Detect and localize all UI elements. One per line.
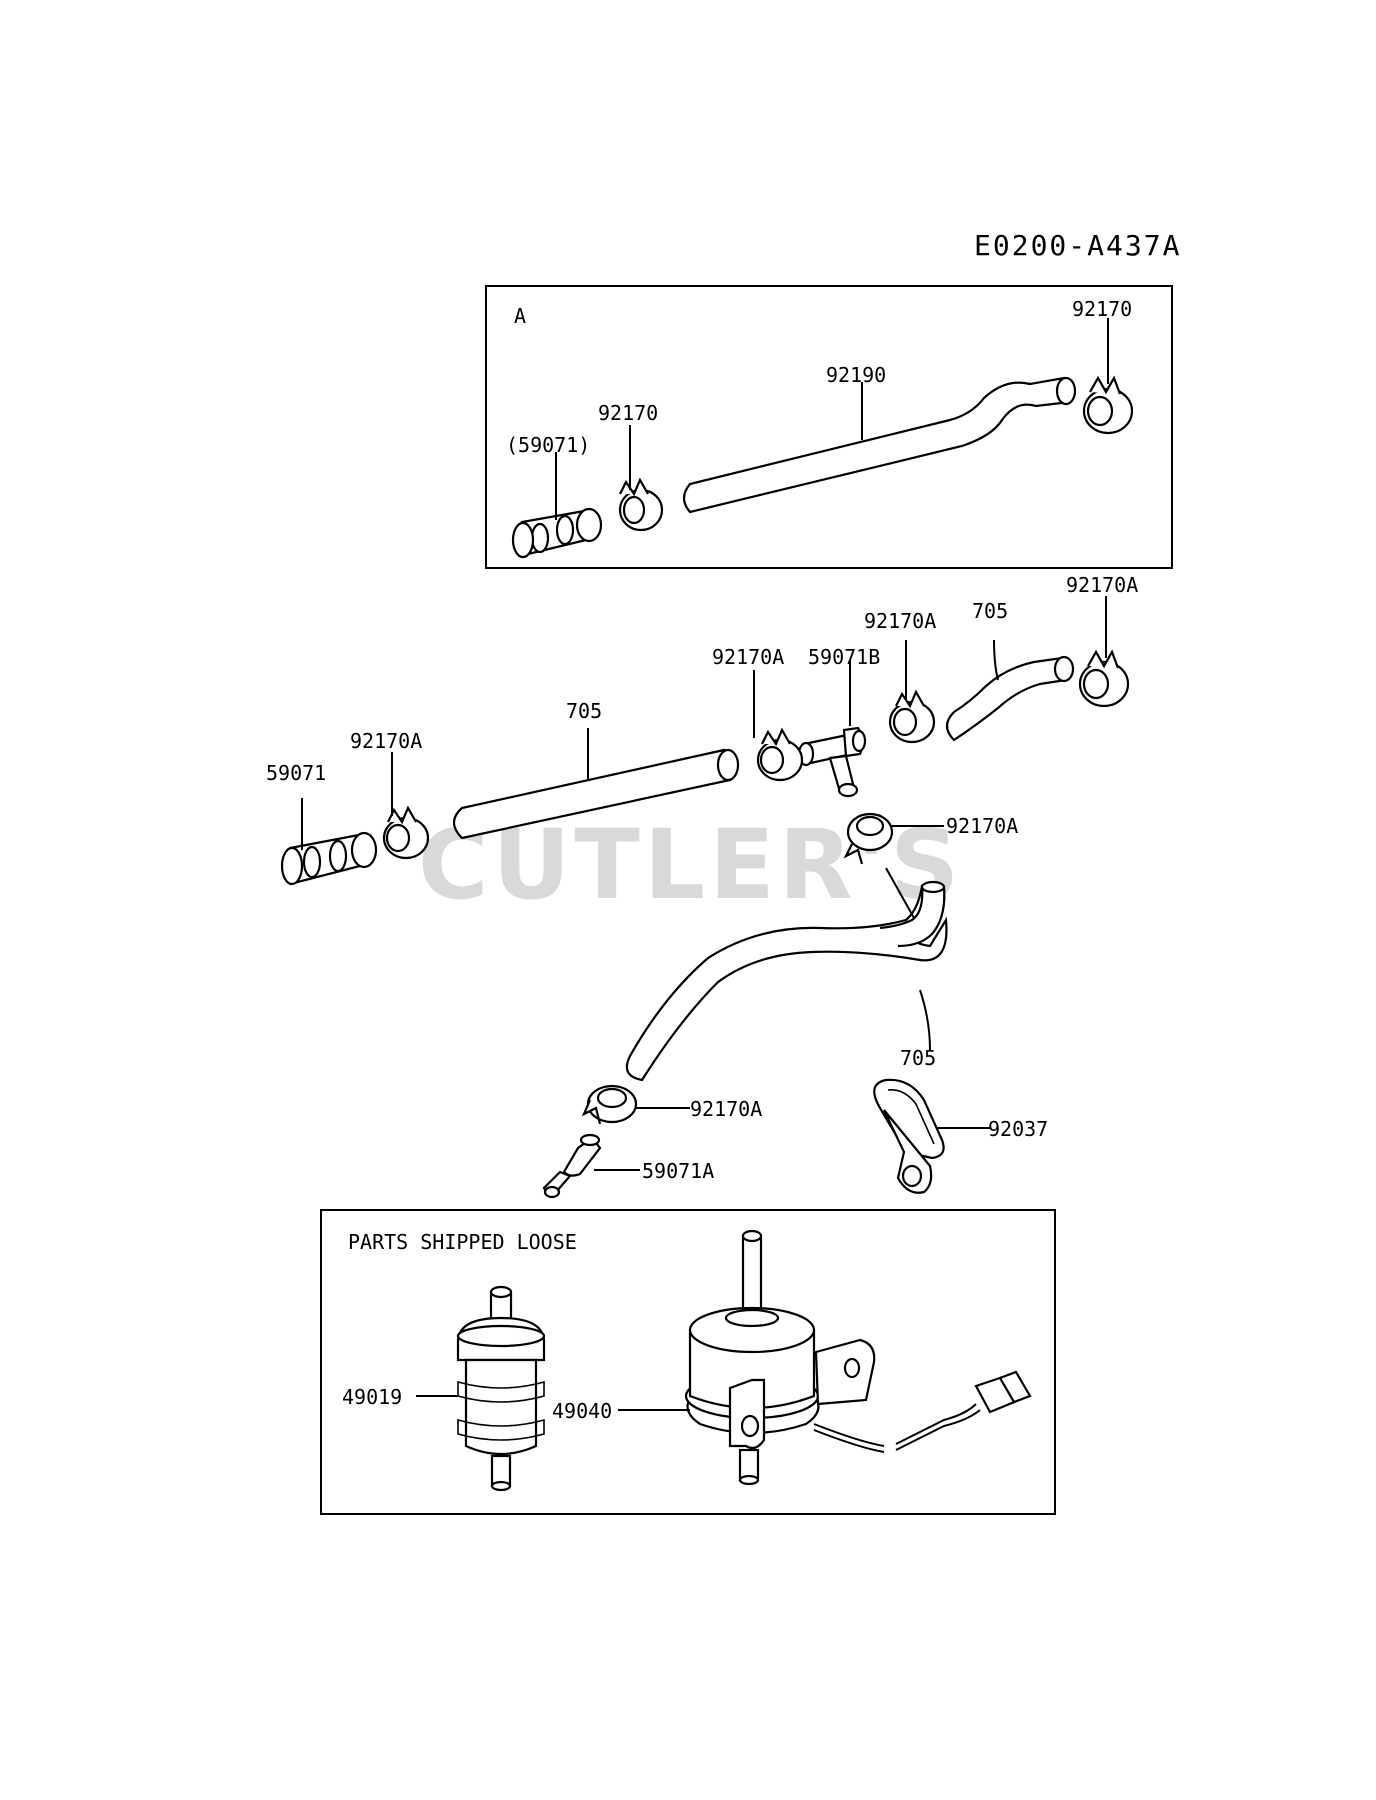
hose-705-upper — [945, 656, 1068, 742]
hose-clamp-92170a-left — [382, 805, 430, 860]
callout-92170a: 92170A — [690, 1097, 762, 1121]
callout-92170a: 92170A — [350, 729, 422, 753]
callout-59071b: 59071B — [808, 645, 880, 669]
callout-59071a: 59071A — [642, 1159, 714, 1183]
detail-box-a-title: A — [514, 304, 526, 328]
callout-705: 705 — [972, 599, 1008, 623]
hose-clamp-92170-left — [618, 477, 664, 532]
callout-92170a: 92170A — [864, 609, 936, 633]
parts-shipped-loose-box: PARTS SHIPPED LOOSE — [320, 1209, 1056, 1515]
hose-705-long — [452, 748, 732, 840]
callout-59071: (59071) — [506, 433, 590, 457]
hose-92190 — [682, 376, 1072, 514]
callout-92190: 92190 — [826, 363, 886, 387]
callout-705: 705 — [566, 699, 602, 723]
tee-fitting-59071b — [797, 726, 867, 798]
hose-clamp-92170a-bottom — [581, 1084, 638, 1125]
fitting-59071 — [280, 831, 378, 886]
fuel-line-assembly: 92170A 705 92170A 92170A 59071B 705 9217… — [266, 573, 1138, 1199]
fitting-59071a — [542, 1133, 602, 1199]
diagram-code: E0200-A437A — [974, 229, 1181, 262]
callout-49019: 49019 — [342, 1385, 402, 1409]
hose-clamp-92170a-tee — [756, 727, 804, 782]
callout-92170a: 92170A — [1066, 573, 1138, 597]
detail-box-a: A 92170 92190 92170 (5 — [485, 285, 1173, 569]
callout-92170: 92170 — [1072, 297, 1132, 321]
fuel-filter-49019 — [456, 1285, 546, 1492]
callout-59071: 59071 — [266, 761, 326, 785]
fuel-pump-49040 — [684, 1229, 1032, 1486]
callout-705: 705 — [900, 1046, 936, 1070]
callout-49040: 49040 — [552, 1399, 612, 1423]
callout-92170a: 92170A — [946, 814, 1018, 838]
fitting-59071-box-a — [511, 507, 603, 559]
hose-clamp-92170a-tee-down — [843, 812, 894, 865]
hose-clamp-92170a-right — [1078, 649, 1130, 708]
hose-clamp-92170a-mid — [888, 689, 936, 744]
hose-clamp-92170-right — [1082, 375, 1134, 435]
p-clamp-92037 — [873, 1078, 945, 1194]
callout-92037: 92037 — [988, 1117, 1048, 1141]
parts-shipped-loose-title: PARTS SHIPPED LOOSE — [348, 1230, 577, 1254]
callout-92170a: 92170A — [712, 645, 784, 669]
callout-92170: 92170 — [598, 401, 658, 425]
